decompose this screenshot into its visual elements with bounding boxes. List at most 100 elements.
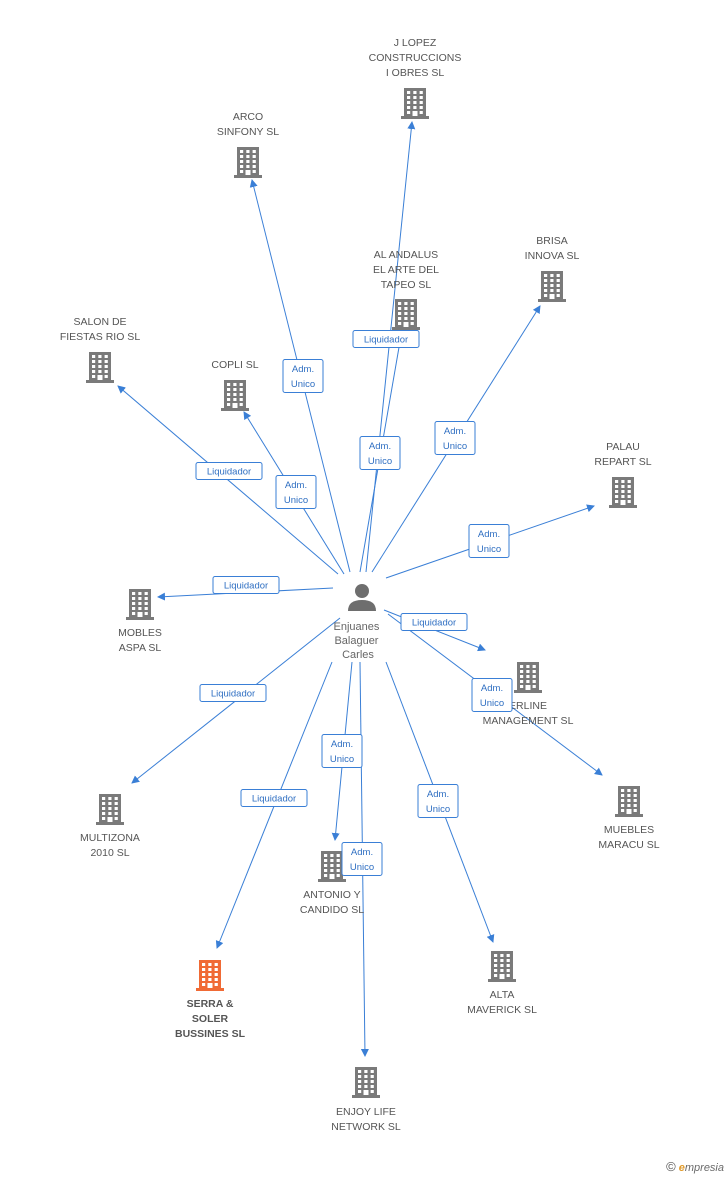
relation-label-line: Adm. bbox=[478, 529, 500, 540]
company-name-line: EL ARTE DEL bbox=[373, 264, 439, 276]
relation-label-line: Adm. bbox=[331, 739, 353, 750]
company-name-line: MUEBLES bbox=[604, 824, 654, 836]
relation-label-enjoy[interactable]: Adm.Unico bbox=[341, 842, 383, 876]
relation-label-salon[interactable]: Liquidador bbox=[195, 462, 263, 480]
building-icon bbox=[86, 352, 114, 383]
relation-label-line: Liquidador bbox=[207, 467, 251, 478]
relation-label-text: Adm. Unico bbox=[443, 426, 467, 452]
relation-labels-layer: Adm.UnicoAdm.UnicoLiquidadorAdm.UnicoLiq… bbox=[195, 330, 513, 876]
relation-label-text: Adm.Unico bbox=[480, 683, 504, 709]
company-name-line: ENJOY LIFE bbox=[336, 1106, 396, 1118]
relation-label-muebles[interactable]: Adm.Unico bbox=[471, 678, 513, 712]
building-icon bbox=[401, 88, 429, 119]
building-icon bbox=[615, 786, 643, 817]
company-node-alandalus[interactable]: AL ANDALUS EL ARTE DEL TAPEO SL bbox=[373, 249, 439, 330]
relation-label-alandalus[interactable]: Liquidador bbox=[352, 330, 420, 348]
brand-name: mpresia bbox=[684, 1162, 724, 1174]
building-icon bbox=[126, 589, 154, 620]
relation-label-line: Adm. bbox=[351, 847, 373, 858]
relation-label-copli[interactable]: Adm.Unico bbox=[275, 475, 317, 509]
empresia-watermark: ©empresia bbox=[666, 1159, 724, 1174]
company-name-line: MAVERICK SL bbox=[467, 1004, 537, 1016]
building-icon bbox=[514, 662, 542, 693]
relation-label-text: Liquidador bbox=[207, 467, 251, 478]
relation-label-box bbox=[400, 613, 468, 631]
relation-label-line: Unico bbox=[477, 544, 501, 555]
relation-label-text: Liquidador bbox=[412, 618, 456, 629]
relation-label-box bbox=[212, 576, 280, 594]
relation-label-line: Liquidador bbox=[364, 335, 408, 346]
relation-label-box bbox=[434, 421, 476, 455]
building-icon bbox=[488, 951, 516, 982]
relation-label-line: Unico bbox=[368, 456, 392, 467]
building-icon bbox=[234, 147, 262, 178]
relation-label-palau[interactable]: Adm. Unico bbox=[468, 524, 510, 558]
company-name-line: J LOPEZ bbox=[394, 37, 437, 49]
building-icon bbox=[196, 960, 224, 991]
company-name-line: TAPEO SL bbox=[381, 279, 432, 291]
company-node-erline[interactable]: ERLINE MANAGEMENT SL bbox=[483, 662, 574, 727]
relation-label-line: Adm. bbox=[444, 426, 466, 437]
relation-label-line: Unico bbox=[443, 441, 467, 452]
relation-label-brisa[interactable]: Adm. Unico bbox=[434, 421, 476, 455]
building-icon bbox=[96, 794, 124, 825]
person-node[interactable]: Enjuanes Balaguer Carles bbox=[334, 584, 383, 661]
relation-label-jlopez[interactable]: Adm.Unico bbox=[359, 436, 401, 470]
building-icon bbox=[392, 299, 420, 330]
relation-label-serra[interactable]: Liquidador bbox=[240, 789, 308, 807]
person-name-line: Balaguer bbox=[334, 635, 378, 647]
relation-label-line: Unico bbox=[291, 379, 315, 390]
relation-label-mobles[interactable]: Liquidador bbox=[212, 576, 280, 594]
relation-label-alta[interactable]: Adm.Unico bbox=[417, 784, 459, 818]
company-name-line: MANAGEMENT SL bbox=[483, 715, 574, 727]
company-name-line: ERLINE bbox=[509, 700, 547, 712]
relation-label-line: Adm. bbox=[292, 364, 314, 375]
building-icon bbox=[352, 1067, 380, 1098]
company-name-line: SOLER bbox=[192, 1013, 229, 1025]
relation-label-line: Liquidador bbox=[252, 794, 296, 805]
relation-label-arco[interactable]: Adm. Unico bbox=[282, 359, 324, 393]
company-node-copli[interactable]: COPLI SL bbox=[211, 359, 259, 411]
relation-label-text: Adm.Unico bbox=[368, 441, 392, 467]
building-icon bbox=[538, 271, 566, 302]
building-icon bbox=[609, 477, 637, 508]
company-name-line: AL ANDALUS bbox=[374, 249, 438, 261]
company-name-line: ARCO bbox=[233, 111, 263, 123]
relation-label-line: Liquidador bbox=[412, 618, 456, 629]
company-name: COPLI SL bbox=[211, 359, 258, 371]
company-name-line: I OBRES SL bbox=[386, 67, 445, 79]
relation-label-text: Liquidador bbox=[224, 581, 268, 592]
relation-label-box bbox=[341, 842, 383, 876]
relation-label-multizona[interactable]: Liquidador bbox=[199, 684, 267, 702]
relation-label-erline[interactable]: Liquidador bbox=[400, 613, 468, 631]
relation-label-text: Adm.Unico bbox=[426, 789, 450, 815]
relation-label-line: Unico bbox=[284, 495, 308, 506]
relation-label-antonio[interactable]: Adm.Unico bbox=[321, 734, 363, 768]
relation-label-text: Adm.Unico bbox=[284, 480, 308, 506]
relation-label-text: Liquidador bbox=[252, 794, 296, 805]
company-name-line: ANTONIO Y bbox=[303, 889, 360, 901]
relation-label-line: Adm. bbox=[481, 683, 503, 694]
company-name-line: COPLI SL bbox=[211, 359, 258, 371]
